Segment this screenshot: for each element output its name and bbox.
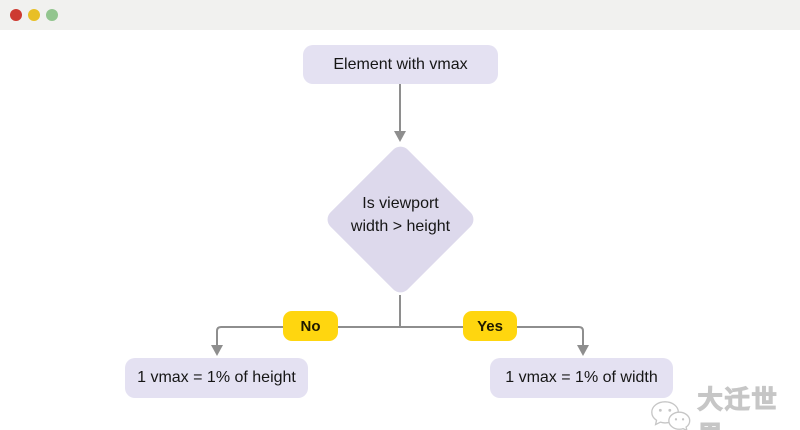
branch-no-text: No <box>300 317 321 335</box>
start-node-label: Element with vmax <box>333 55 468 73</box>
arrowhead-no <box>211 345 223 356</box>
decision-label-line1: Is viewport <box>362 195 439 212</box>
flowchart-connectors <box>211 84 589 356</box>
connector-yes-branch <box>399 295 584 346</box>
window-maximize-button[interactable] <box>46 9 58 21</box>
result-node-height: 1 vmax = 1% of height <box>125 358 308 398</box>
arrowhead-yes <box>577 345 589 356</box>
watermark: 大迁世界 <box>648 380 800 430</box>
watermark-text: 大迁世界 <box>697 385 779 430</box>
window-minimize-button[interactable] <box>28 9 40 21</box>
result-node-width: 1 vmax = 1% of width <box>490 358 673 398</box>
branch-label-no: No <box>283 311 338 341</box>
arrowhead-decision <box>394 131 406 142</box>
window-titlebar <box>0 0 800 30</box>
result-height-label: 1 vmax = 1% of height <box>137 369 296 386</box>
connector-no-branch <box>216 295 401 346</box>
flowchart-canvas: Element with vmax Is viewport width > he… <box>0 30 800 430</box>
branch-yes-text: Yes <box>477 317 503 335</box>
window-close-button[interactable] <box>10 9 22 21</box>
branch-label-yes: Yes <box>463 311 517 341</box>
decision-label-line2: width > height <box>350 218 451 235</box>
decision-node-label: Is viewport width > height <box>320 192 481 238</box>
start-node: Element with vmax <box>303 45 498 84</box>
wechat-icon <box>651 401 691 430</box>
result-width-label: 1 vmax = 1% of width <box>505 369 658 386</box>
